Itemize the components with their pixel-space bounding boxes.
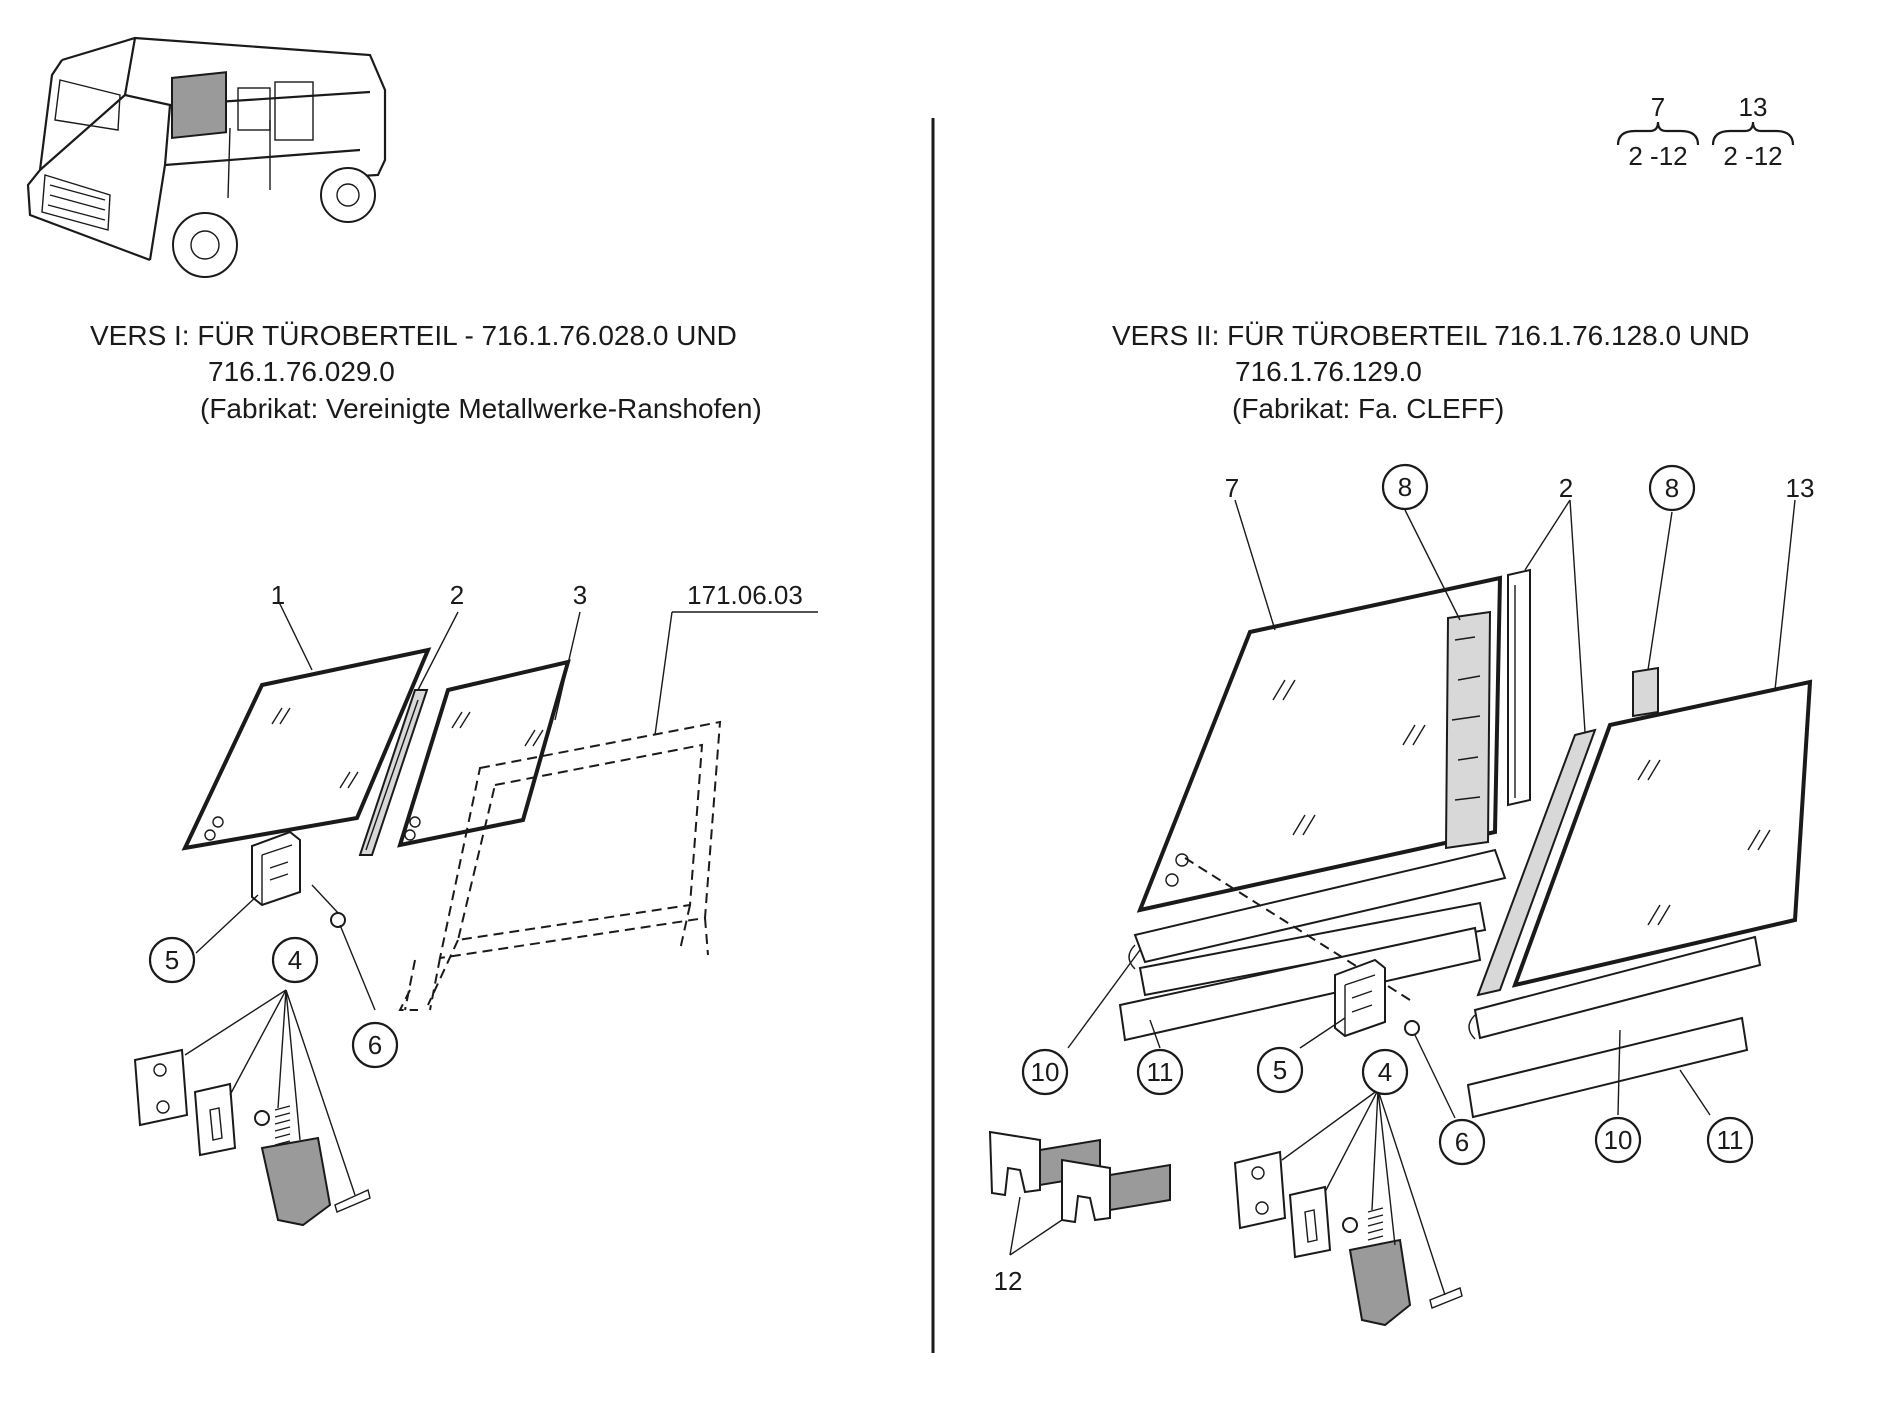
clip-12b <box>1061 1158 1111 1224</box>
plate-4b <box>193 1082 237 1157</box>
callout-8b: 8 <box>1665 473 1679 503</box>
left-heading-line3: (Fabrikat: Vereinigte Metallwerke-Ransho… <box>200 393 762 424</box>
callout-13: 13 <box>1786 473 1815 503</box>
right-heading-line3: (Fabrikat: Fa. CLEFF) <box>1232 393 1504 424</box>
glass-pane-3 <box>397 659 571 848</box>
callout-10a: 10 <box>1031 1057 1060 1087</box>
block-5 <box>251 830 301 907</box>
left-leaders <box>184 599 818 1196</box>
callout-6: 6 <box>368 1030 382 1060</box>
callout-1: 1 <box>271 580 285 610</box>
assembly-ref-7-part: 7 <box>1651 92 1665 122</box>
assembly-ref-7-range: 2 -12 <box>1628 141 1687 171</box>
spring-4-right <box>1367 1207 1384 1255</box>
plate-4b-right <box>1288 1185 1332 1259</box>
callout-circle-11b <box>1706 1116 1754 1164</box>
callout-8a: 8 <box>1398 472 1412 502</box>
glass-pane-7 <box>1136 575 1503 913</box>
callout-11a: 11 <box>1147 1057 1174 1087</box>
block-5-right <box>1334 958 1386 1038</box>
callout-circle-5 <box>148 936 196 984</box>
callout-circle-5-right <box>1256 1046 1304 1094</box>
left-heading-line2: 716.1.76.029.0 <box>208 356 395 387</box>
callout-ref-171-06-03: 171.06.03 <box>687 580 803 610</box>
left-heading-line1: VERS I: FÜR TÜROBERTEIL - 716.1.76.028.0… <box>90 320 737 351</box>
callout-6-right: 6 <box>1455 1127 1469 1157</box>
plate-4a <box>133 1048 189 1127</box>
right-assembly <box>988 568 1813 1327</box>
callout-12: 12 <box>994 1266 1023 1296</box>
felt-strip-8b <box>1632 666 1659 718</box>
screw-6 <box>330 912 346 928</box>
assembly-ref-13: 13 2 -12 <box>1711 92 1795 171</box>
knob-4-right <box>1348 1238 1412 1327</box>
callout-10b: 10 <box>1604 1125 1633 1155</box>
callout-4-right: 4 <box>1378 1057 1392 1087</box>
callout-2: 2 <box>450 580 464 610</box>
screw-6-right <box>1404 1020 1420 1036</box>
callout-5-right: 5 <box>1273 1055 1287 1085</box>
assembly-ref-13-part: 13 <box>1739 92 1768 122</box>
assembly-ref-13-range: 2 -12 <box>1723 141 1782 171</box>
knob-4 <box>260 1136 332 1227</box>
felt-strip-8a <box>1444 610 1492 850</box>
rail-11a <box>1118 926 1482 1042</box>
callout-5: 5 <box>165 945 179 975</box>
callout-circle-6-right <box>1438 1118 1486 1166</box>
right-leaders <box>1009 499 1796 1296</box>
vehicle-illustration <box>26 36 387 278</box>
rail-10a-lower <box>1138 901 1487 997</box>
channel-2b <box>1476 728 1597 997</box>
callout-3: 3 <box>573 580 587 610</box>
right-heading-line1: VERS II: FÜR TÜROBERTEIL 716.1.76.128.0 … <box>1112 320 1750 351</box>
plate-4a-right <box>1233 1150 1287 1230</box>
rail-11b <box>1466 1016 1749 1119</box>
left-assembly <box>133 647 722 1227</box>
callout-circle-6 <box>351 1021 399 1069</box>
callout-circle-10a <box>1021 1048 1069 1096</box>
callout-circle-8a <box>1381 463 1429 511</box>
callout-11b: 11 <box>1717 1125 1744 1155</box>
glass-pane-1 <box>181 647 432 851</box>
callout-circle-4 <box>271 936 319 984</box>
assembly-ref-7: 7 2 -12 <box>1616 92 1700 171</box>
callout-circle-4-right <box>1361 1048 1409 1096</box>
callout-4: 4 <box>288 945 302 975</box>
rail-10a <box>1133 848 1507 964</box>
rail-10b <box>1473 935 1762 1040</box>
callout-circle-8b <box>1648 464 1696 512</box>
callout-circle-10b <box>1594 1116 1642 1164</box>
callout-circle-11a <box>1136 1048 1184 1096</box>
clip-12a <box>988 1130 1041 1197</box>
glass-pane-13 <box>1511 679 1813 988</box>
callout-7: 7 <box>1225 473 1239 503</box>
channel-2a <box>1507 568 1531 807</box>
callout-2-right: 2 <box>1559 473 1573 503</box>
right-heading-line2: 716.1.76.129.0 <box>1235 356 1422 387</box>
